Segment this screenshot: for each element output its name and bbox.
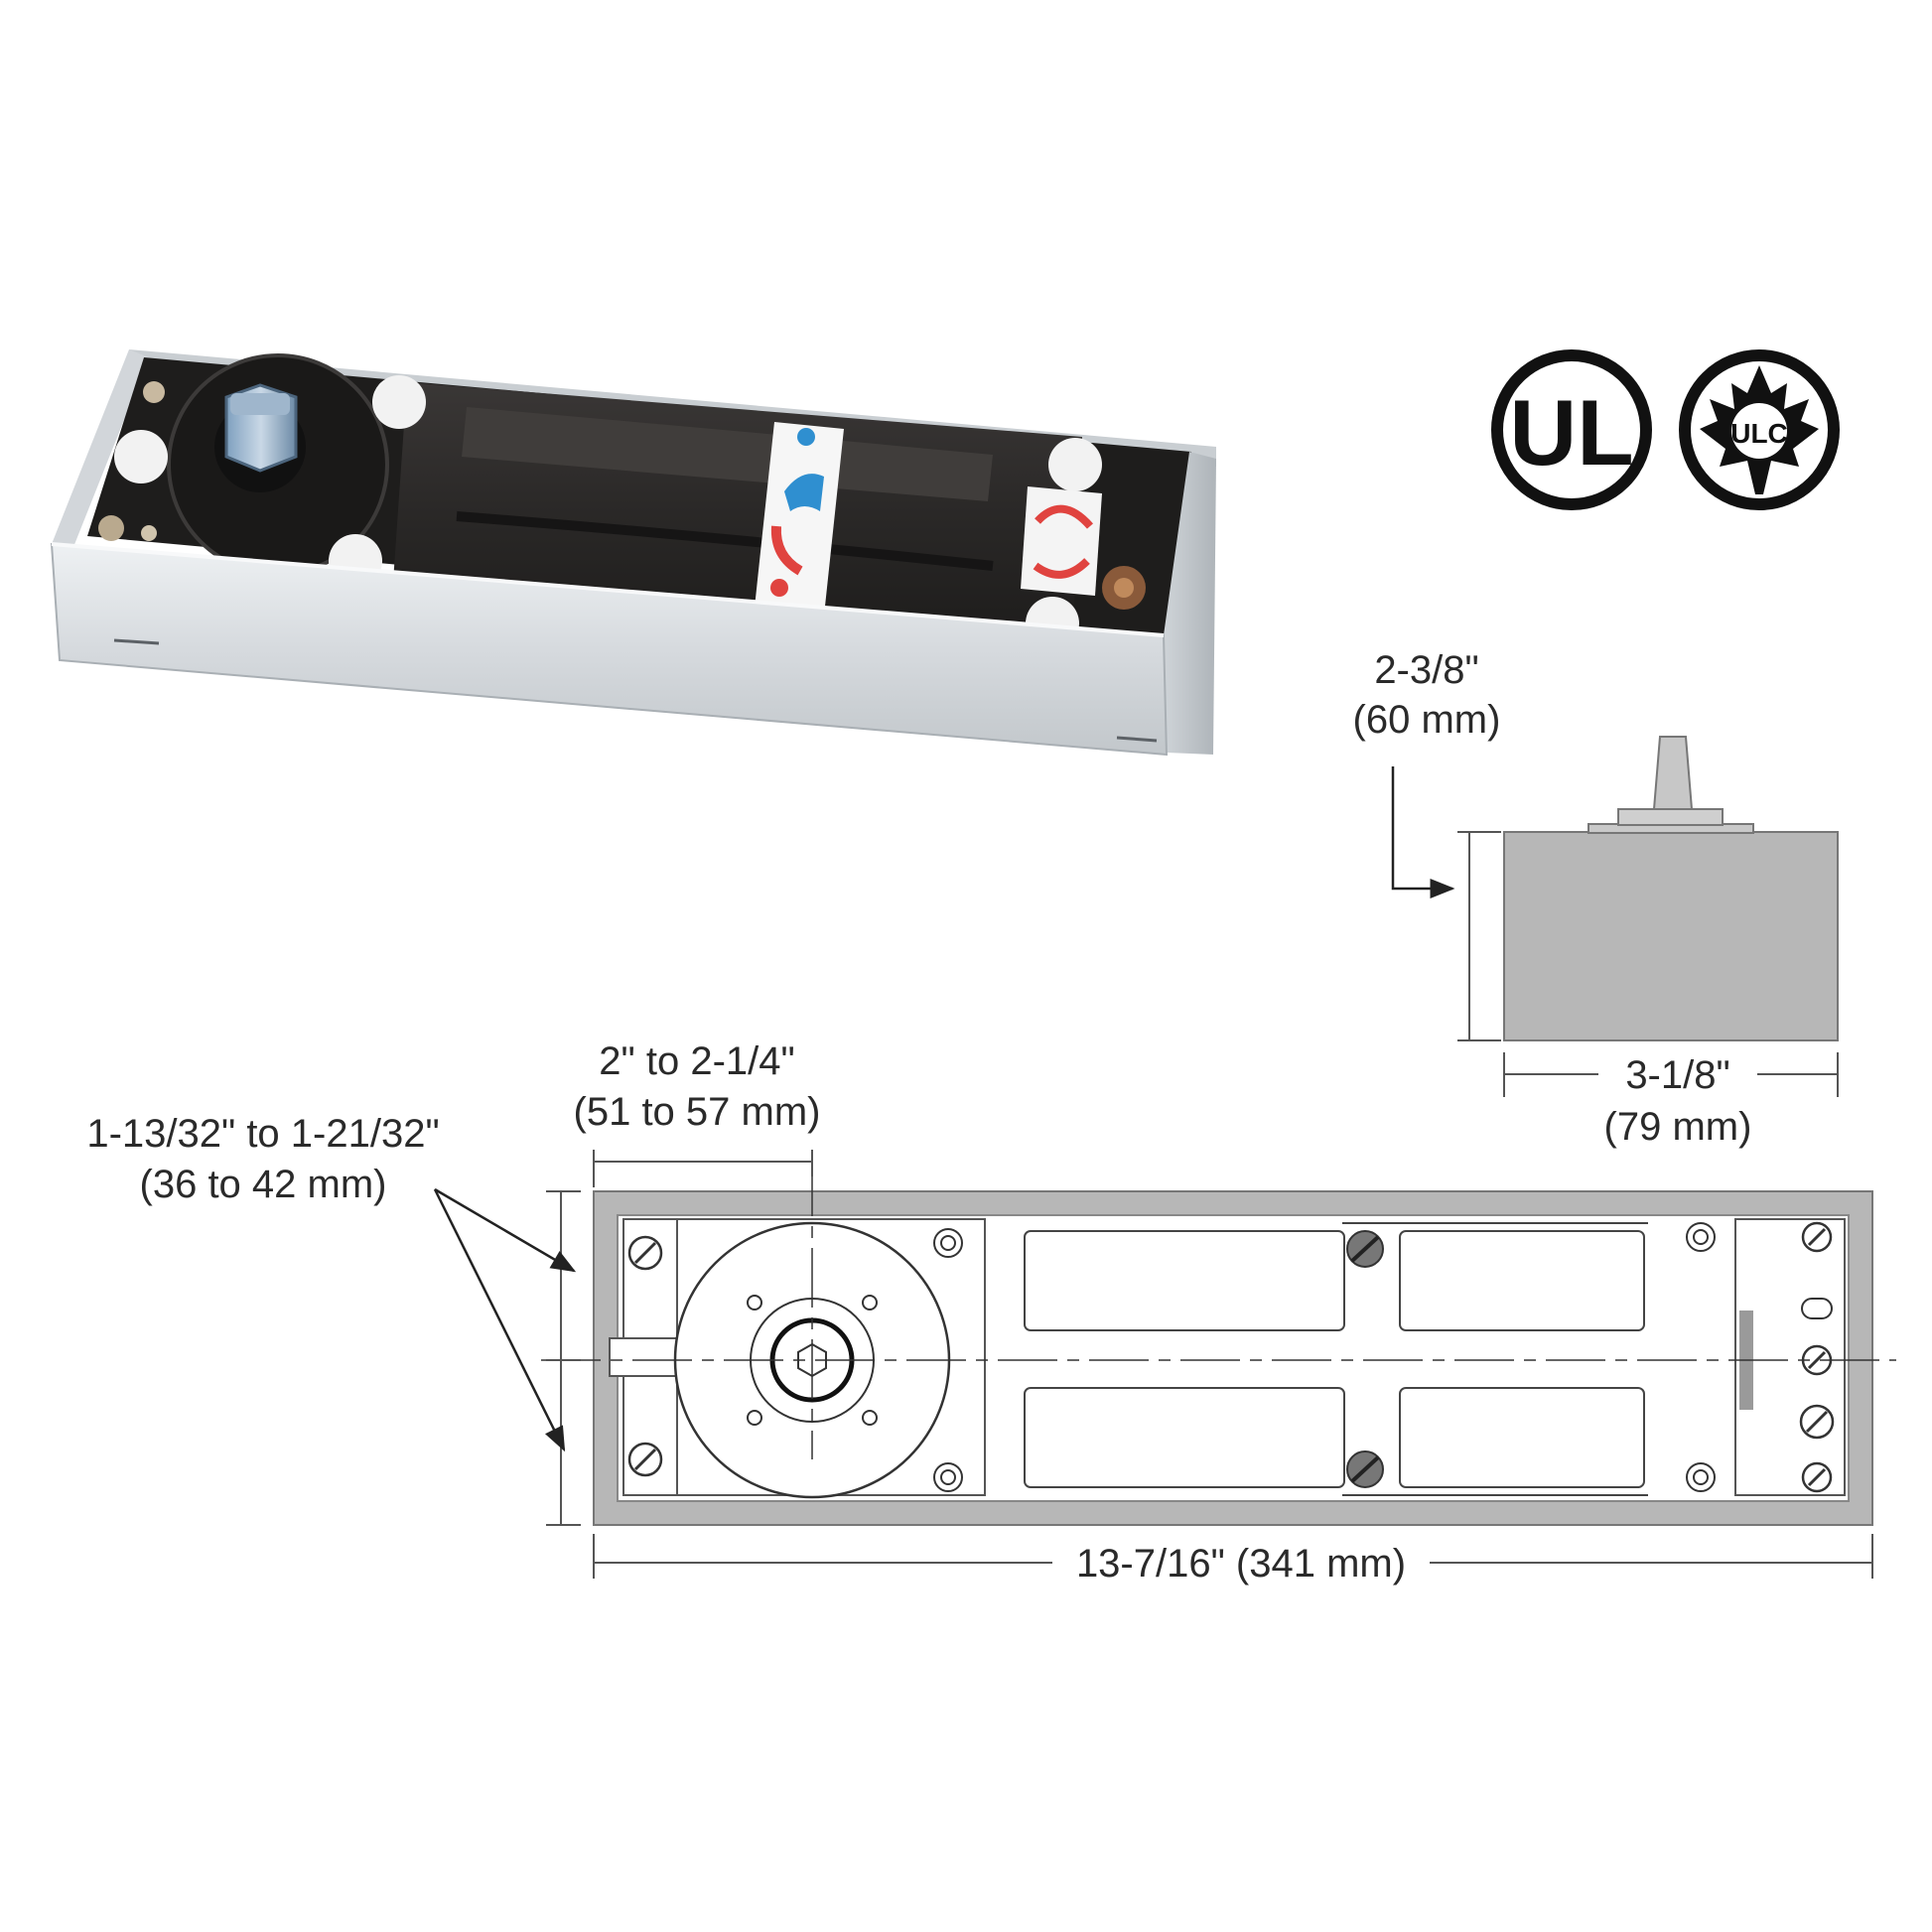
spindle-top <box>230 393 290 415</box>
case-edge <box>51 542 1165 637</box>
top-view-dimensions: 2" to 2-1/4" (51 to 57 mm) 1-13/32" to 1… <box>86 1039 1873 1586</box>
spindle-offset-imperial-label: 2" to 2-1/4" <box>599 1039 794 1083</box>
screw-icon <box>98 515 124 541</box>
ul-certification-icon: UL <box>1491 349 1652 510</box>
case-left-end <box>52 349 149 552</box>
speed-arrow-icon <box>1033 558 1090 579</box>
left-tab <box>609 1337 678 1377</box>
body-cylinder <box>1024 1387 1345 1488</box>
cap-icon <box>114 430 168 483</box>
end-view-body <box>1503 831 1839 1041</box>
width-metric-label: (79 mm) <box>1604 1105 1752 1149</box>
side-offset-arrow <box>433 1188 566 1452</box>
height-leader-arrow <box>1391 766 1455 898</box>
label-icon-red <box>770 579 788 597</box>
hole-icon <box>862 1295 878 1311</box>
spindle-offset-metric-label: (51 to 57 mm) <box>574 1090 821 1134</box>
width-imperial-label: 3-1/8" <box>1625 1053 1729 1097</box>
label-icon-blue <box>797 428 815 446</box>
body-cylinder <box>1399 1387 1645 1488</box>
label-arc-red <box>770 525 803 576</box>
ulc-logo-text: ULC <box>1730 418 1788 449</box>
hole-icon <box>747 1410 762 1426</box>
cap-icon <box>372 375 426 429</box>
case-slot <box>1116 736 1158 743</box>
hole-icon <box>747 1295 762 1311</box>
speed-label <box>1021 486 1102 596</box>
case-right-end <box>1164 452 1216 755</box>
case-slot <box>113 638 160 645</box>
speed-arrow-icon <box>1035 504 1094 529</box>
length-label: 13-7/16" (341 mm) <box>1076 1542 1406 1586</box>
side-offset-imperial-label: 1-13/32" to 1-21/32" <box>86 1112 439 1156</box>
ulc-maple-leaf-icon: ULC <box>1679 349 1840 510</box>
end-view-collar <box>1617 808 1724 826</box>
cap-icon <box>1048 438 1102 491</box>
closer-body-ridge <box>462 407 993 501</box>
adjust-label <box>755 422 844 616</box>
height-imperial-label: 2-3/8" <box>1374 648 1478 692</box>
height-metric-label: (60 mm) <box>1353 698 1501 742</box>
screw-icon <box>143 381 165 403</box>
end-view-spindle <box>1652 736 1694 810</box>
end-view-drawing: 2-3/8" (60 mm) 3-1/8" (79 mm) <box>1353 648 1839 1149</box>
side-offset-arrow <box>434 1187 577 1273</box>
hole-icon <box>862 1410 878 1426</box>
body-cylinder <box>1024 1230 1345 1331</box>
side-offset-metric-label: (36 to 42 mm) <box>140 1163 387 1206</box>
product-photo <box>50 349 1216 757</box>
label-arc-blue <box>784 474 824 511</box>
screw-icon <box>141 525 157 541</box>
body-cylinder <box>1399 1230 1645 1331</box>
ul-logo-text: UL <box>1509 380 1633 484</box>
valve-slot <box>1801 1298 1833 1319</box>
top-view-drawing <box>541 1157 1896 1526</box>
closer-body-groove <box>456 511 994 571</box>
valve-icon <box>1114 578 1134 598</box>
